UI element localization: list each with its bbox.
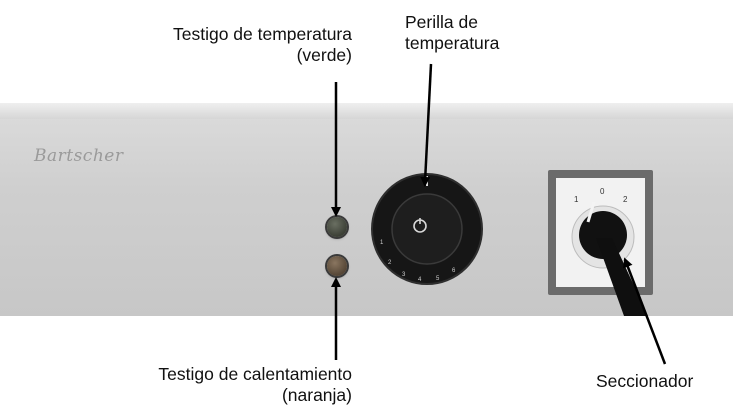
dial-mark: 4	[418, 277, 422, 283]
temp-knob-arrow	[420, 63, 433, 187]
switch-positions: 1 0 2	[574, 187, 628, 204]
heating-indicator-label: Testigo de calentamiento (naranja)	[100, 364, 352, 406]
switch-mark: 2	[623, 195, 628, 204]
temp-indicator-label-line1: Testigo de temperatura	[173, 24, 352, 44]
brand-logo: Bartscher	[34, 146, 124, 166]
temp-knob-label-line2: temperatura	[405, 33, 500, 53]
temp-knob-label: Perilla de temperatura	[405, 12, 545, 54]
dial-scale: 1 2 3 4 5 6	[380, 240, 456, 283]
switch-mark: 0	[600, 187, 605, 196]
disconnector-label: Seccionador	[596, 371, 694, 391]
dial-mark: 3	[402, 272, 406, 278]
dial-mark: 2	[388, 260, 392, 266]
dial-mark: 5	[436, 276, 440, 282]
heating-indicator-lamp	[327, 256, 347, 276]
panel-top-edge	[0, 103, 733, 119]
dial-mark: 1	[380, 240, 384, 246]
temperature-indicator-lamp	[327, 217, 347, 237]
temperature-knob[interactable]	[371, 173, 483, 285]
heating-indicator-label-line2: (naranja)	[281, 385, 352, 405]
dial-mark: 6	[452, 268, 456, 274]
heating-indicator-label-line1: Testigo de calentamiento	[158, 364, 352, 384]
temp-knob-label-line1: Perilla de	[405, 12, 478, 32]
temp-indicator-label-line2: (verde)	[296, 45, 352, 65]
temp-indicator-label: Testigo de temperatura (verde)	[98, 24, 352, 66]
switch-mark: 1	[574, 195, 579, 204]
disconnector-arrow	[623, 257, 667, 365]
